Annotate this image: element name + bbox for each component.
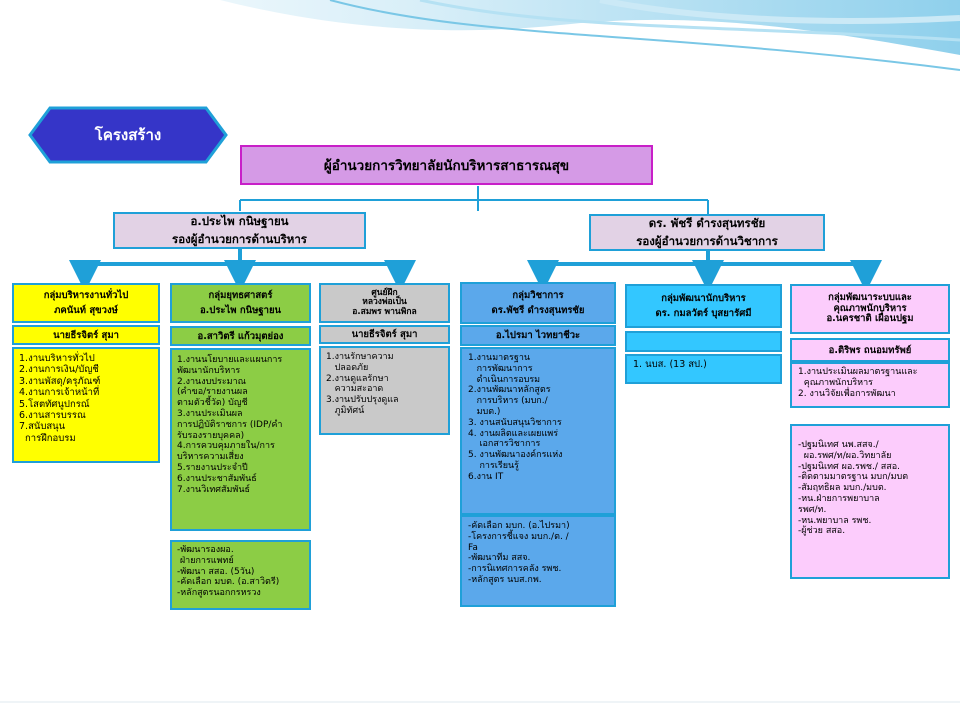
list-item: 4.การควบคุมภายใน/การ [177,441,275,452]
list-item: ผอ.รพศ/ท/ผอ.วิทยาลัย [798,450,892,461]
group-executive-dev-head [625,331,782,352]
list-item: -พัฒนา สสอ. (5วัน) [177,566,255,577]
list-item: (คำขอ/รายงานผล [177,387,248,398]
group-strategy-title: กลุ่มยุทธศาสตร์ อ.ประไพ กนิษฐายน [170,283,311,323]
group-academic-title: กลุ่มวิชาการ ดร.พัชรี ดำรงสุนทรชัย [460,282,616,324]
structure-badge-label: โครงสร้าง [94,126,162,144]
list-item: -ปฐมนิเทศ ผอ.รพช./ สสอ. [798,461,901,472]
list-item: การปฏิบัติราชการ (IDP/คำ [177,419,283,430]
list-item: 7.สนับสนุน [19,421,66,433]
list-item: เอกสารวิชาการ [468,439,541,450]
list-item: 2.งานการเงิน/บัญชี [19,364,99,376]
group-general-admin-title: กลุ่มบริหารงานทั่วไป ภคนันท์ สุขวงษ์ [12,283,160,323]
list-item: ปลอดภัย [326,362,369,373]
list-item: -สัมฤทธิผล มบก./มบต. [798,483,887,494]
group-strategy-tasks: 1.งานนโยบายและแผนการ พัฒนานักบริหาร 2.งา… [170,348,311,531]
group-academic-head: อ.ไปรมา ไวทยาชีวะ [460,325,616,346]
group-general-admin-head: นายธีรจิตร์ สุมา [12,325,160,345]
deputy-academic-role: รองผู้อำนวยการด้านวิชาการ [636,233,778,248]
list-item: 1.งานนโยบายและแผนการ [177,355,283,365]
list-item: คุณภาพนักบริหาร [798,377,873,388]
deputy-admin-role: รองผู้อำนวยการด้านบริหาร [172,231,307,246]
list-item: ตามตัวชี้วัด) บัญชี [177,398,248,409]
list-item: 2. งานวิจัยเพื่อการพัฒนา [798,388,896,399]
list-item: การฝึกอบรม [19,432,76,444]
list-item: 3.งานประเมินผล [177,408,243,419]
group-quality-tasks: 1.งานประเมินผลมาตรฐานและ คุณภาพนักบริหาร… [790,362,950,408]
group-general-admin-tasks: 1.งานบริหารทั่วไป 2.งานการเงิน/บัญชี 3.ง… [12,347,160,463]
director-title: ผู้อำนวยการวิทยาลัยนักบริหารสาธารณสุข [323,158,570,174]
list-item: พัฒนานักบริหาร [177,365,241,376]
group-strategy-head: อ.สาวิตรี แก้วมุตย่อง [170,326,311,346]
list-item: 3.งานพัสดุ/ครุภัณฑ์ [19,375,101,387]
list-item: -คัดเลือก มบต. (อ.สาวิตรี) [177,577,280,588]
list-item: -หลักสูตรนอกกรหรวง [177,588,261,599]
list-item: 5.โสตทัศนูปกรณ์ [19,398,90,410]
list-item: 5. งานพัฒนาองค์กรแห่ง [468,450,563,461]
group-academic-tasks: 1.งานมาตรฐาน การพัฒนาการ ดำเนินการอบรม 2… [460,347,616,515]
list-item: -หลักสูตร นบส.กพ. [468,574,542,585]
group-training-center-title: ศูนย์ฝึก หลวงพ่อเป็น อ.สมพร พานพิกล [319,283,450,323]
list-item: 1.งานประเมินผลมาตรฐานและ [798,367,918,377]
group-quality-title: กลุ่มพัฒนาระบบและ คุณภาพนักบริหาร อ.นครช… [790,284,950,334]
list-item: 2.งานดูแลรักษา [326,373,389,384]
group-training-center-tasks: 1.งานรักษาความ ปลอดภัย 2.งานดูแลรักษา คว… [319,346,450,435]
list-item: -คัดเลือก มบก. (อ.ไปรมา) [468,521,570,531]
list-item: -หน.ฝ่ายการพยาบาล [798,493,880,504]
deputy-academic-name: ดร. พัชรี ดำรงสุนทรชัย [648,215,766,230]
list-item: -ผู้ช่วย สสอ. [798,526,846,537]
list-item: 4. งานผลิตและเผยแพร่ [468,428,559,439]
list-item: การบริหาร (มบก./ [468,396,548,407]
list-item: 1.งานบริหารทั่วไป [19,353,95,364]
list-item: รพศ/ท. [798,504,827,515]
list-item: -พัฒนาทีม สสจ. [468,553,531,564]
group-executive-dev-title: กลุ่มพัฒนานักบริหาร ดร. กมลวัตร์ บุสยารั… [625,284,782,328]
list-item: การเรียนรู้ [468,460,519,471]
group-executive-dev-tasks: 1. นบส. (13 สป.) [625,354,782,384]
list-item: 7.งานวิเทศสัมพันธ์ [177,484,250,495]
list-item: การพัฒนาการ [468,363,533,374]
list-item: 2.งานงบประมาณ [177,376,247,387]
list-item: 2.งานพัฒนาหลักสูตร [468,385,551,396]
list-item: 5.รายงานประจำปี [177,462,248,473]
list-item: -ปฐมนิเทศ นพ.สสจ./ [798,440,879,450]
list-item: มบต.) [468,406,501,417]
list-item: 1. นบส. (13 สป.) [633,359,707,370]
list-item: 1.งานรักษาความ [326,352,394,362]
deputy-admin-box: อ.ประไพ กนิษฐายน รองผู้อำนวยการด้านบริหา… [113,212,366,249]
list-item: ฝ่ายการแพทย์ [177,555,234,566]
deputy-admin-name: อ.ประไพ กนิษฐายน [190,213,289,228]
group-quality-projects: -ปฐมนิเทศ นพ.สสจ./ ผอ.รพศ/ท/ผอ.วิทยาลัย … [790,424,950,579]
list-item: -โครงการชี้แจง มบก./ต. / [468,531,569,542]
list-item: 6.งาน IT [468,471,504,482]
structure-badge: โครงสร้าง [28,106,228,164]
list-item: -พัฒนารองผอ. [177,545,234,555]
list-item: 3.งานปรับปรุงดูแล [326,395,399,406]
list-item: -การนิเทศการคลัง รพช. [468,564,562,575]
list-item: 4.งานการเจ้าหน้าที่ [19,387,100,399]
list-item: ดำเนินการอบรม [468,374,541,385]
list-item: -หน.พยาบาล รพช. [798,515,872,526]
deputy-academic-box: ดร. พัชรี ดำรงสุนทรชัย รองผู้อำนวยการด้า… [589,214,825,251]
list-item: ภูมิทัศน์ [326,405,365,416]
list-item: ความสะอาด [326,384,384,395]
director-box: ผู้อำนวยการวิทยาลัยนักบริหารสาธารณสุข [240,145,653,185]
group-strategy-projects: -พัฒนารองผอ. ฝ่ายการแพทย์ -พัฒนา สสอ. (5… [170,540,311,610]
list-item: Fa [468,542,478,553]
group-quality-head: อ.ติริพร ถนอมทรัพย์ [790,338,950,362]
list-item: -ติดตามมาตรฐาน มบก/มบต [798,472,909,483]
list-item: 6.งานประชาสัมพันธ์ [177,473,257,484]
group-training-center-head: นายธีรจิตร์ สุมา [319,325,450,344]
list-item: 6.งานสารบรรณ [19,409,86,421]
list-item: บริหารความเสี่ยง [177,452,244,463]
list-item: รับรองรายบุคคล) [177,430,245,441]
group-academic-projects: -คัดเลือก มบก. (อ.ไปรมา) -โครงการชี้แจง … [460,515,616,607]
list-item: 3. งานสนับสนุนวิชาการ [468,417,562,428]
list-item: 1.งานมาตรฐาน [468,353,531,363]
